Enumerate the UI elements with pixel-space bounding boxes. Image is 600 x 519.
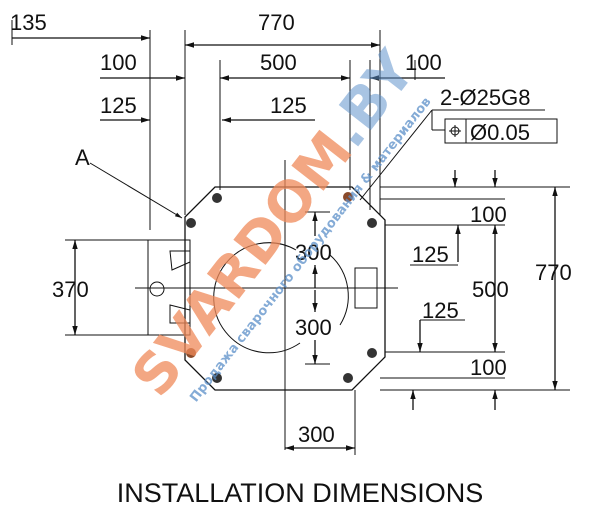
dim-100-top-left: 100 xyxy=(100,50,137,75)
dim-300-center-top: 300 xyxy=(295,240,332,265)
dim-125-top-mid: 125 xyxy=(270,93,307,118)
dim-500-right: 500 xyxy=(472,277,509,302)
hole-spec: 2-Ø25G8 xyxy=(440,85,531,110)
dim-500-top: 500 xyxy=(260,50,297,75)
dim-100-top-right: 100 xyxy=(405,50,442,75)
dim-300-center-bottom: 300 xyxy=(295,315,332,340)
dim-770-right: 770 xyxy=(535,260,572,285)
dim-300-bottom: 300 xyxy=(298,422,335,447)
tolerance-value: Ø0.05 xyxy=(470,120,530,145)
drawing-title: INSTALLATION DIMENSIONS xyxy=(117,478,484,508)
dim-100-right-bottom: 100 xyxy=(470,355,507,380)
dim-770-top: 770 xyxy=(258,10,295,35)
base-body xyxy=(147,186,386,391)
bolt-holes xyxy=(186,192,377,383)
dim-135: 135 xyxy=(10,10,47,35)
dim-370: 370 xyxy=(52,277,89,302)
tolerance-frame: Ø0.05 xyxy=(444,118,558,145)
label-a: A xyxy=(75,145,90,170)
dim-100-right-top: 100 xyxy=(470,202,507,227)
dim-125-top-left: 125 xyxy=(100,93,137,118)
dim-125-right-bottom: 125 xyxy=(422,298,459,323)
dim-125-right-top: 125 xyxy=(412,242,449,267)
